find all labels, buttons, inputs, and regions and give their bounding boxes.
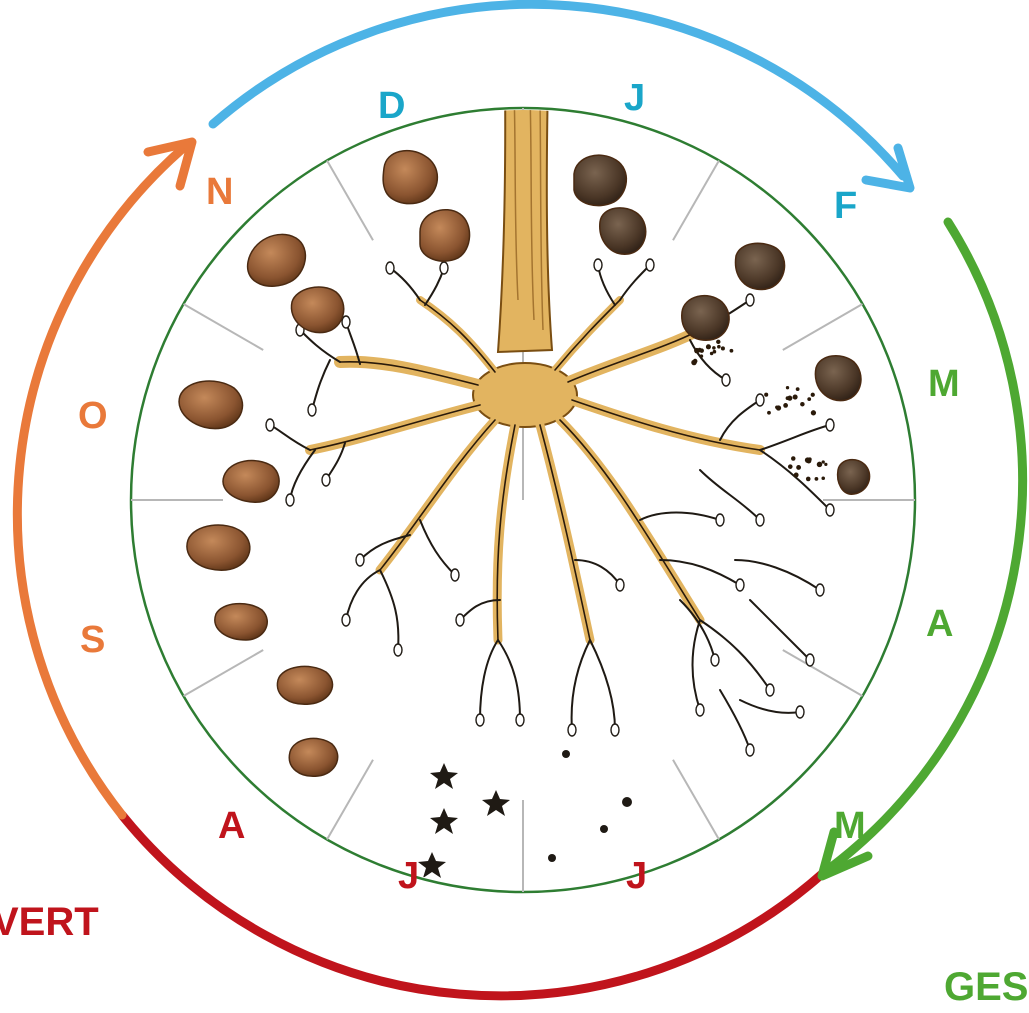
rootlet-bud bbox=[816, 584, 824, 596]
rootlet-bud bbox=[826, 504, 834, 516]
spore-speck bbox=[691, 360, 697, 366]
spore-speck bbox=[713, 350, 717, 354]
truffle bbox=[735, 243, 784, 289]
spore-speck bbox=[717, 345, 721, 349]
month-label-jul: J bbox=[398, 855, 419, 897]
spore-speck bbox=[706, 344, 711, 349]
spore-speck bbox=[824, 463, 827, 466]
rootlet-bud bbox=[646, 259, 654, 271]
spore-speck bbox=[811, 393, 815, 397]
truffle bbox=[420, 210, 470, 261]
rootlet-bud bbox=[611, 724, 619, 736]
rootlet-bud bbox=[308, 404, 316, 416]
spore-speck bbox=[712, 346, 716, 350]
spore-speck bbox=[700, 354, 704, 358]
spore-dot bbox=[600, 825, 608, 833]
rootlet-bud bbox=[286, 494, 294, 506]
spore-speck bbox=[764, 393, 768, 397]
spore-speck bbox=[800, 402, 805, 407]
spore-speck bbox=[796, 387, 800, 391]
spore-speck bbox=[817, 462, 822, 467]
month-label-dec: D bbox=[378, 85, 405, 127]
truffle bbox=[187, 525, 250, 570]
truffle bbox=[289, 738, 337, 776]
month-label-nov: N bbox=[206, 171, 233, 213]
rootlet-bud bbox=[826, 419, 834, 431]
rootlet-bud bbox=[711, 654, 719, 666]
rootlet-bud bbox=[756, 394, 764, 406]
spore-speck bbox=[796, 465, 801, 470]
spore-speck bbox=[716, 340, 720, 344]
rootlet-bud bbox=[516, 714, 524, 726]
rootlet-bud bbox=[796, 706, 804, 718]
season-label-summer: VERT bbox=[0, 900, 99, 944]
month-label-jan: J bbox=[624, 77, 645, 119]
month-label-aug: A bbox=[218, 805, 245, 847]
rootlet-bud bbox=[342, 614, 350, 626]
rootlet-bud bbox=[594, 259, 602, 271]
rootlet-bud bbox=[746, 294, 754, 306]
spore-speck bbox=[811, 410, 816, 415]
rootlet-bud bbox=[266, 419, 274, 431]
spore-speck bbox=[794, 473, 799, 478]
rootlet-bud bbox=[322, 474, 330, 486]
month-label-jun: J bbox=[626, 855, 647, 897]
spore-speck bbox=[807, 397, 811, 401]
month-label-sep: S bbox=[80, 619, 105, 661]
rootlet-bud bbox=[440, 262, 448, 274]
tree-trunk bbox=[498, 78, 552, 352]
month-label-oct: O bbox=[78, 395, 108, 437]
truffle bbox=[574, 155, 626, 205]
spore-speck bbox=[786, 396, 790, 400]
spore-speck bbox=[783, 403, 788, 408]
spore-speck bbox=[697, 348, 702, 353]
rootlet-bud bbox=[356, 554, 364, 566]
season-label-spring: GES bbox=[944, 965, 1028, 1009]
spore-dot bbox=[548, 854, 556, 862]
month-label-apr: A bbox=[926, 603, 953, 645]
spore-speck bbox=[721, 346, 725, 350]
spore-speck bbox=[821, 476, 825, 480]
truffle bbox=[383, 151, 437, 204]
spore-speck bbox=[767, 411, 771, 415]
spore-speck bbox=[808, 458, 812, 462]
rootlet-bud bbox=[756, 514, 764, 526]
truffle bbox=[277, 666, 332, 704]
spore-speck bbox=[793, 395, 798, 400]
spore-speck bbox=[791, 456, 795, 460]
spore-speck bbox=[786, 386, 789, 389]
spore-speck bbox=[822, 460, 825, 463]
spore-speck bbox=[730, 349, 734, 353]
rootlet-bud bbox=[476, 714, 484, 726]
truffle bbox=[223, 461, 279, 503]
rootlet-bud bbox=[736, 579, 744, 591]
spore-dot bbox=[622, 797, 632, 807]
rootlet-bud bbox=[394, 644, 402, 656]
rootlet-bud bbox=[696, 704, 704, 716]
spore-speck bbox=[815, 477, 819, 481]
spore-dot bbox=[562, 750, 570, 758]
rootlet-bud bbox=[746, 744, 754, 756]
month-label-mar: M bbox=[928, 363, 960, 405]
truffle bbox=[838, 460, 870, 495]
rootlet-bud bbox=[766, 684, 774, 696]
spore-speck bbox=[788, 464, 793, 469]
spore-speck bbox=[776, 405, 781, 410]
rootlet-bud bbox=[616, 579, 624, 591]
month-label-may: M bbox=[834, 805, 866, 847]
rootlet-bud bbox=[568, 724, 576, 736]
rootlet-bud bbox=[386, 262, 394, 274]
rootlet-bud bbox=[716, 514, 724, 526]
rootlet-bud bbox=[722, 374, 730, 386]
rootlet-bud bbox=[806, 654, 814, 666]
rootlet-bud bbox=[451, 569, 459, 581]
spore-speck bbox=[806, 477, 811, 482]
rootlet-bud bbox=[456, 614, 464, 626]
rootlet-bud bbox=[342, 316, 350, 328]
truffle bbox=[682, 296, 729, 341]
month-label-feb: F bbox=[834, 185, 857, 227]
